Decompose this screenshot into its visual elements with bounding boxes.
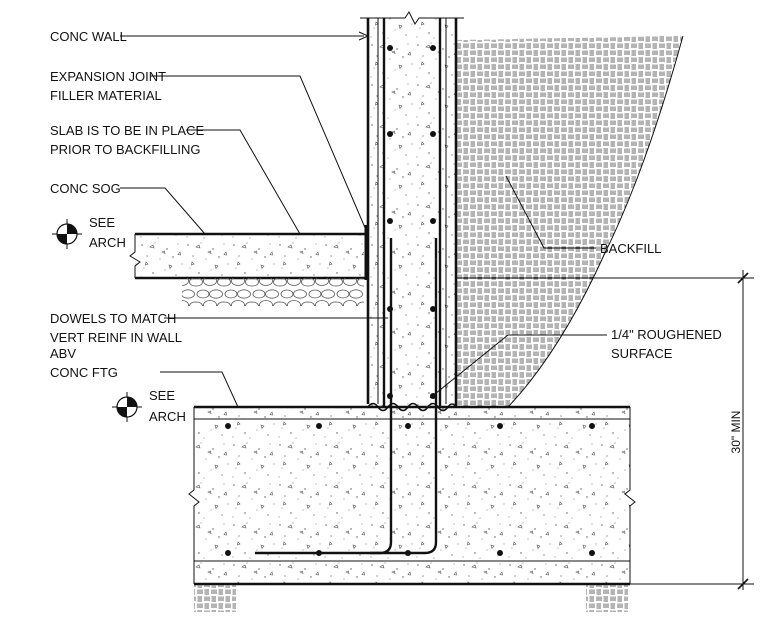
gravel-base [182,278,364,306]
label-expansion-joint-2: FILLER MATERIAL [50,88,162,103]
slab-on-grade [135,234,364,278]
section-marker-footing-arch: ARCH [149,409,186,424]
dimension-30-min: 30" MIN [456,270,754,590]
soil-right [586,584,628,612]
label-conc-wall: CONC WALL [50,29,127,44]
label-dowels-2: VERT REINF IN WALL [50,330,182,345]
label-dowels-3: ABV [50,346,76,361]
slab-break [129,234,141,278]
label-dowels-1: DOWELS TO MATCH [50,311,176,326]
dimension-label: 30" MIN [729,411,743,454]
dowel-right [370,238,438,555]
wall-horiz-reinf [387,45,436,399]
footing [194,407,630,584]
label-slab-note-2: PRIOR TO BACKFILLING [50,142,201,157]
section-marker-footing-see: SEE [149,388,175,403]
concrete-wall [368,18,456,407]
section-marker-footing: SEE ARCH [112,388,186,424]
backfill-slope-line [507,35,684,408]
label-conc-sog: CONC SOG [50,181,121,196]
label-expansion-joint-1: EXPANSION JOINT [50,69,166,84]
label-backfill: BACKFILL [600,241,661,256]
label-slab-note-1: SLAB IS TO BE IN PLACE [50,123,204,138]
footing-top-rebar [225,423,595,429]
footing-break-right [624,407,636,584]
leader-lines [120,31,607,408]
label-roughened-2: SURFACE [611,346,673,361]
roughened-joint [367,402,457,412]
backfill-hatch [456,36,683,407]
footing-break-left [188,407,200,584]
section-marker-slab: SEE ARCH [52,215,126,250]
label-conc-ftg: CONC FTG [50,365,118,380]
soil-left [194,584,236,612]
section-marker-slab-see: SEE [89,215,115,230]
label-roughened-1: 1/4" ROUGHENED [611,327,722,342]
section-marker-slab-arch: ARCH [89,235,126,250]
wall-break-top [360,11,464,25]
